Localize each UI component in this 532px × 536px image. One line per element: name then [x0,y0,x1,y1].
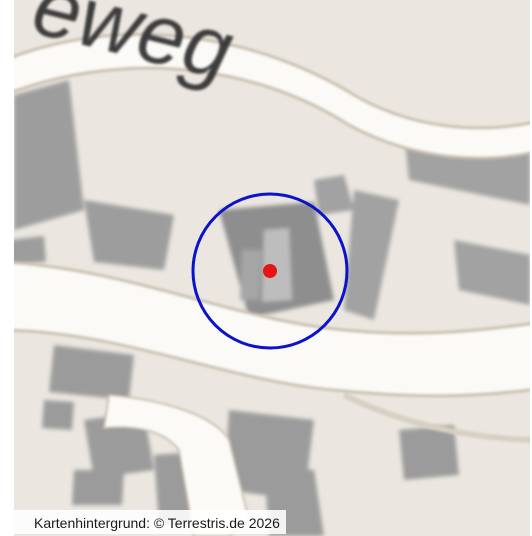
road-main [14,261,530,398]
building-at-location [219,202,334,318]
map-canvas[interactable]: eweg [14,0,530,536]
road-lower-right [342,392,530,443]
building-block-upper-left [14,80,174,270]
location-point[interactable] [263,264,277,278]
location-accuracy-circle [191,192,349,350]
map-view[interactable]: eweg [14,0,530,536]
road-upper [14,33,530,160]
map-attribution: Kartenhintergrund: © Terrestris.de 2026 [14,510,286,534]
